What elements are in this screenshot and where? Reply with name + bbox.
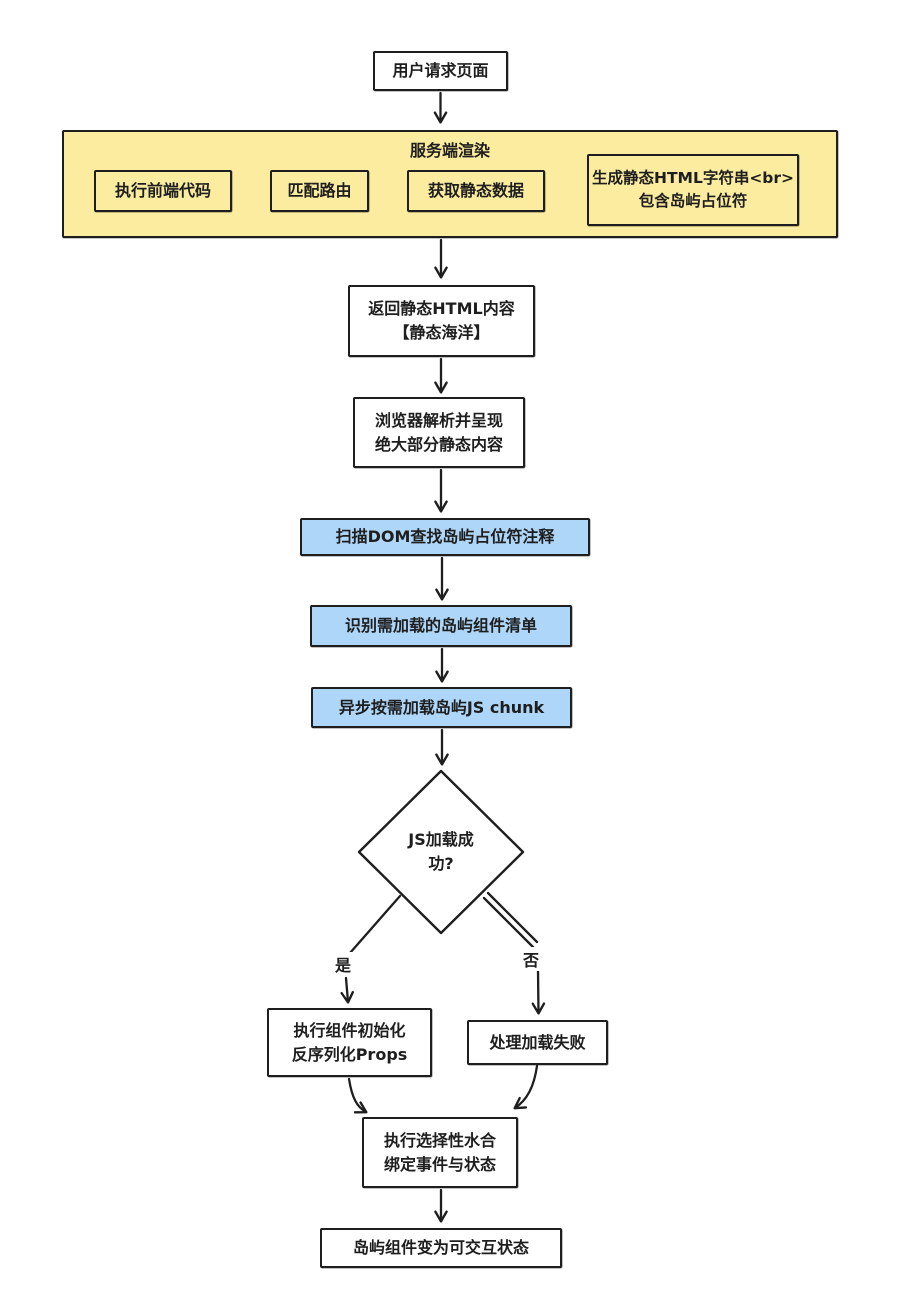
node-handle-failure: 处理加载失败	[467, 1020, 608, 1065]
node-selective-hydration-line2: 绑定事件与状态	[383, 1154, 496, 1174]
node-browser-parse-line1: 浏览器解析并呈现	[374, 410, 503, 430]
decision-line2: 功?	[428, 854, 454, 873]
edge-label-yes: 是	[333, 952, 354, 976]
node-load-js-chunks-label: 异步按需加载岛屿JS chunk	[338, 697, 545, 717]
node-selective-hydration: 执行选择性水合 绑定事件与状态	[362, 1117, 518, 1188]
node-identify-islands: 识别需加载的岛屿组件清单	[310, 605, 572, 647]
edge-fail-to-hydrate	[513, 1064, 539, 1110]
node-execute-frontend-code: 执行前端代码	[94, 170, 232, 212]
node-handle-failure-label: 处理加载失败	[489, 1032, 586, 1052]
node-interactive-state: 岛屿组件变为可交互状态	[320, 1228, 562, 1268]
node-init-component: 执行组件初始化 反序列化Props	[267, 1008, 432, 1077]
node-user-request-label: 用户请求页面	[392, 61, 489, 80]
decision-line1: JS加载成	[408, 830, 474, 849]
edge-no-arrow	[531, 968, 546, 1015]
edge-decision-no-diagonal-2	[486, 891, 539, 944]
node-return-static-html-line1: 返回静态HTML内容	[368, 299, 515, 318]
edge-init-to-hydrate	[347, 1077, 368, 1114]
node-load-js-chunks: 异步按需加载岛屿JS chunk	[311, 687, 572, 728]
node-generate-static-html: 生成静态HTML字符串<br> 包含岛屿占位符	[587, 154, 799, 226]
group-server-side-rendering: 服务端渲染 执行前端代码 匹配路由 获取静态数据 生成静态HTML字符串<br>…	[62, 130, 838, 238]
node-init-component-line2: 反序列化Props	[291, 1044, 408, 1064]
node-match-routes-label: 匹配路由	[287, 181, 352, 200]
edge-decision-no-diagonal-1	[482, 896, 535, 949]
node-scan-dom-label: 扫描DOM查找岛屿占位符注释	[335, 527, 555, 546]
group-title: 服务端渲染	[409, 141, 490, 160]
node-match-routes: 匹配路由	[270, 170, 369, 212]
node-fetch-static-data: 获取静态数据	[407, 170, 545, 212]
node-identify-islands-label: 识别需加载的岛屿组件清单	[344, 616, 537, 635]
node-generate-static-html-line1: 生成静态HTML字符串<br>	[591, 168, 795, 187]
node-user-request: 用户请求页面	[373, 51, 508, 91]
decision-label: JS加载成 功?	[381, 819, 501, 885]
node-generate-static-html-line2: 包含岛屿占位符	[638, 192, 748, 210]
node-init-component-line1: 执行组件初始化	[293, 1020, 406, 1040]
node-browser-parse: 浏览器解析并呈现 绝大部分静态内容	[353, 397, 525, 468]
node-scan-dom: 扫描DOM查找岛屿占位符注释	[300, 518, 590, 556]
node-browser-parse-line2: 绝大部分静态内容	[374, 434, 503, 454]
node-return-static-html: 返回静态HTML内容 【静态海洋】	[348, 285, 535, 357]
node-selective-hydration-line1: 执行选择性水合	[383, 1130, 496, 1150]
edge-yes-arrow	[340, 976, 355, 1004]
edge-label-no: 否	[521, 947, 542, 971]
node-return-static-html-line2: 【静态海洋】	[393, 323, 490, 342]
node-execute-frontend-code-label: 执行前端代码	[114, 181, 211, 200]
node-interactive-state-label: 岛屿组件变为可交互状态	[352, 1238, 529, 1257]
edge-decision-yes-diagonal	[348, 894, 402, 955]
node-fetch-static-data-label: 获取静态数据	[427, 181, 524, 200]
